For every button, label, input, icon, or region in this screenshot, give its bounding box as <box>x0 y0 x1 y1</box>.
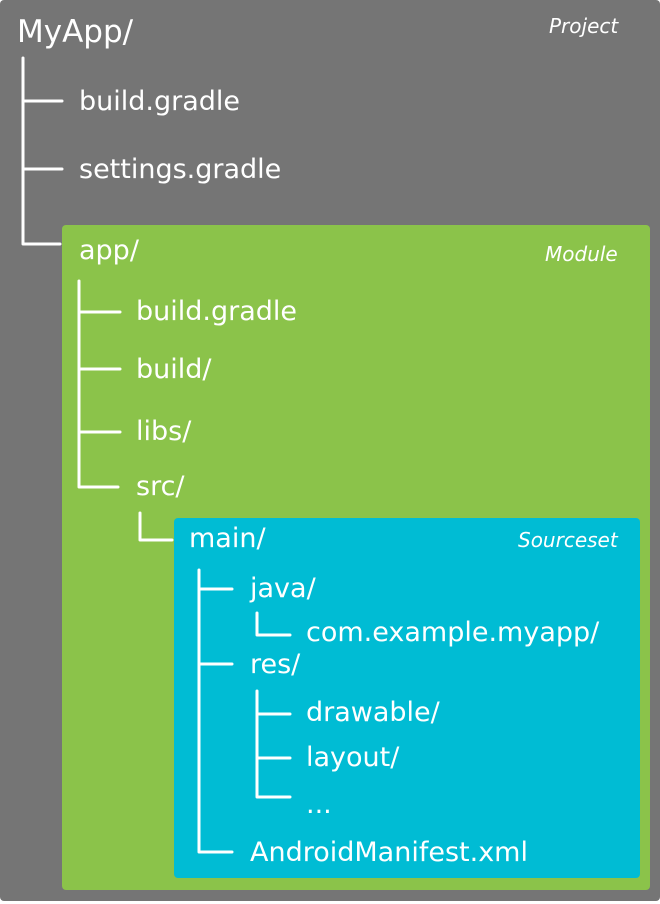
sourceset-tag: Sourceset <box>518 528 618 552</box>
res-folder: res/ <box>250 649 301 680</box>
sourceset-box <box>174 518 640 878</box>
java-package: com.example.myapp/ <box>306 617 600 648</box>
sourceset-root-label: main/ <box>189 523 266 554</box>
module-tag: Module <box>545 242 618 266</box>
java-folder: java/ <box>250 573 316 604</box>
project-root-label: MyApp/ <box>17 14 134 50</box>
module-build-gradle: build.gradle <box>136 296 298 327</box>
module-root-label: app/ <box>79 235 139 266</box>
project-tag: Project <box>549 14 619 38</box>
project-settings-gradle: settings.gradle <box>79 154 282 185</box>
android-manifest-file: AndroidManifest.xml <box>250 837 528 868</box>
module-libs-folder: libs/ <box>136 416 192 447</box>
res-layout-folder: layout/ <box>306 742 400 773</box>
module-build-folder: build/ <box>136 354 212 385</box>
project-build-gradle: build.gradle <box>79 86 241 117</box>
res-drawable-folder: drawable/ <box>306 697 440 728</box>
module-src-folder: src/ <box>136 471 185 502</box>
res-more-ellipsis: ... <box>306 789 332 820</box>
